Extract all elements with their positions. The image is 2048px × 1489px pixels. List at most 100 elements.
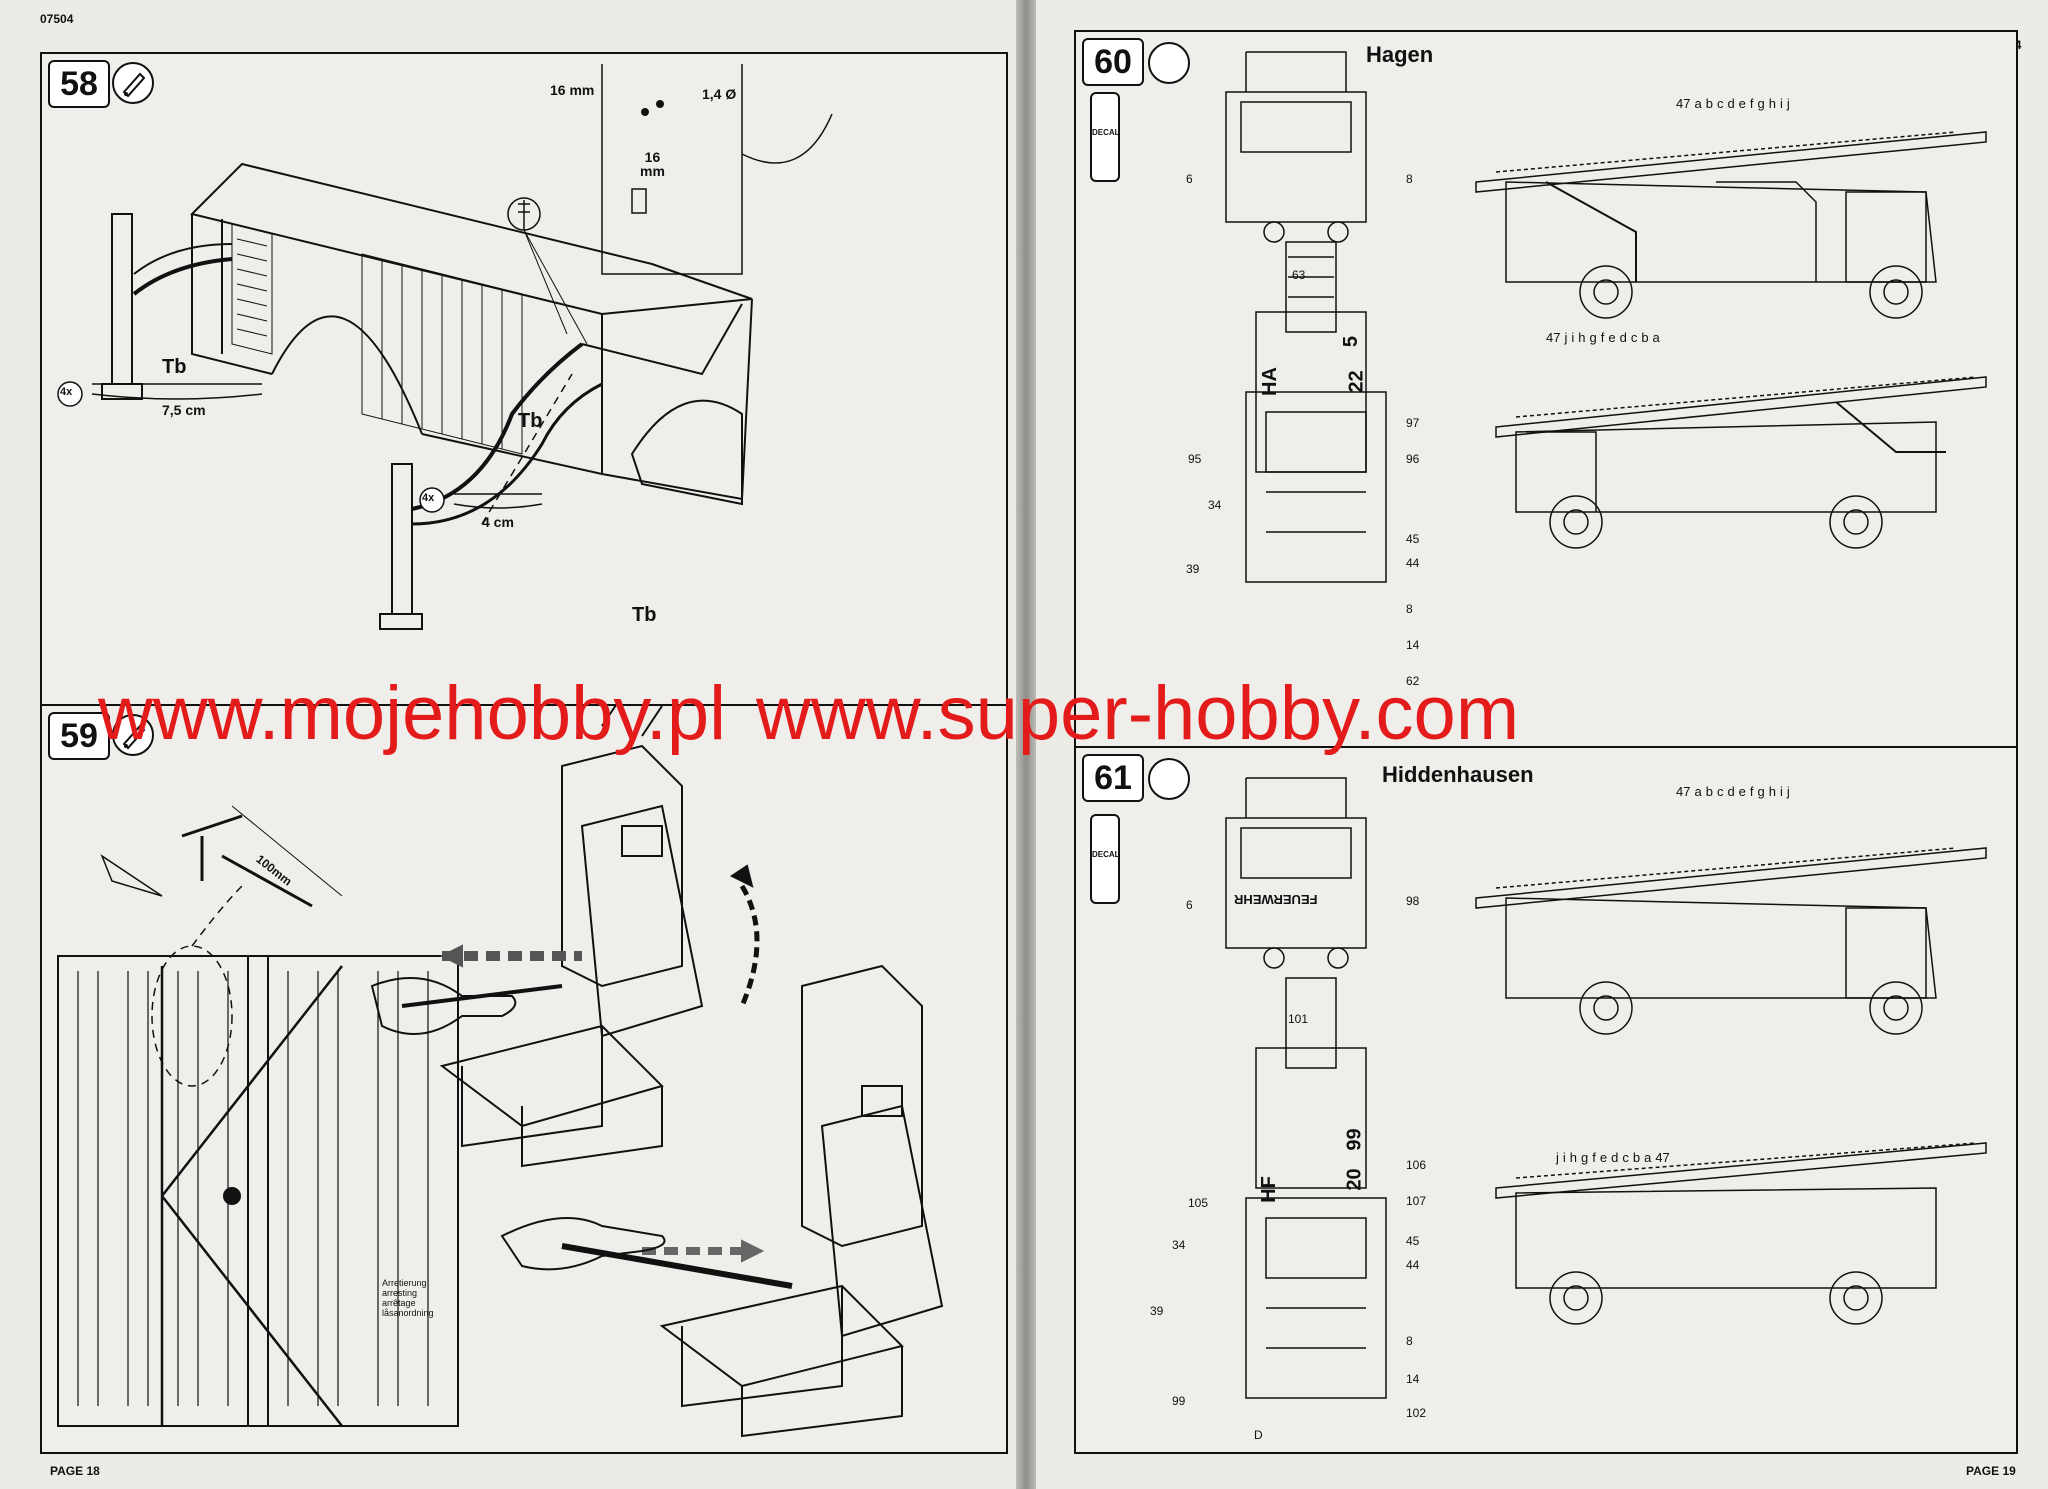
callout: e: [1599, 1150, 1608, 1165]
plate-text-3: 99: [1343, 1128, 1366, 1151]
decal-label: DECAL: [1092, 850, 1120, 859]
callout: j: [1786, 96, 1790, 111]
page-gutter: [1016, 0, 1036, 1489]
callout-rear-106: 106: [1406, 1158, 1427, 1172]
callout: b: [1632, 1150, 1641, 1165]
quantity-label-2: 4x: [422, 492, 435, 504]
callout: f: [1749, 784, 1754, 799]
location-title: Hiddenhausen: [1382, 762, 1534, 787]
callout: 47: [1546, 330, 1561, 345]
plate-text-1: HF: [1257, 1176, 1280, 1203]
quantity-label-1: 4x: [60, 386, 73, 398]
callout-rear-44: 44: [1406, 1258, 1420, 1272]
callout: h: [1578, 330, 1586, 345]
callout: a: [1644, 1150, 1652, 1165]
callout-front-8: 8: [1406, 172, 1413, 186]
step-number: 61: [1082, 754, 1144, 802]
lock-note-de: Arretierung: [382, 1278, 427, 1288]
callout: d: [1727, 784, 1735, 799]
callout-rear-45: 45: [1406, 1234, 1420, 1248]
bottom-ladder-callouts: j i h g f e d c b a 47: [1556, 1150, 1670, 1165]
callout-rear-62: 62: [1406, 674, 1420, 688]
step-60-panel: 60 Hagen DECAL: [1074, 30, 2018, 750]
callout: j: [1556, 1150, 1559, 1165]
callout: g: [1757, 784, 1765, 799]
location-title: Hagen: [1366, 42, 1434, 67]
callout: g: [1589, 330, 1597, 345]
callout-front-6: 6: [1186, 898, 1193, 912]
callout-rear-8: 8: [1406, 1334, 1413, 1348]
step-58-drawing: [57, 64, 833, 630]
callout: h: [1768, 784, 1776, 799]
callout: e: [1608, 330, 1616, 345]
step-59-panel: 59: [40, 704, 1008, 1454]
callout-front-101: 101: [1288, 1012, 1309, 1026]
callout: d: [1727, 96, 1735, 111]
callout: e: [1738, 784, 1746, 799]
decal-bottle-icon: DECAL: [1090, 92, 1120, 182]
callout-front-98: 98: [1406, 894, 1420, 908]
diameter-symbol: Ø: [725, 86, 737, 102]
callout: i: [1571, 330, 1575, 345]
page-number-left: PAGE 18: [50, 1464, 100, 1478]
callout-rear-8: 8: [1406, 602, 1413, 616]
callout-rear-97: 97: [1406, 416, 1420, 430]
dim-16mm-vertical: 16 mm: [550, 82, 595, 98]
callout: f: [1600, 330, 1605, 345]
callout: f: [1749, 96, 1754, 111]
callout: c: [1716, 96, 1724, 111]
lock-note-fr: arrêtage: [382, 1298, 416, 1308]
callout: b: [1705, 96, 1713, 111]
callout: d: [1619, 330, 1627, 345]
decal-label: DECAL: [1092, 128, 1120, 137]
watermark-url-2: www.super-hobby.com: [756, 671, 1520, 756]
lock-note-en: arresting: [382, 1288, 418, 1298]
front-text: FEUERWEHR: [1234, 892, 1318, 907]
plate-text-1: HA: [1258, 367, 1281, 396]
callout-rear-99: 99: [1172, 1394, 1186, 1408]
length-label-2: 4 cm: [482, 514, 514, 530]
glue-tool-icon: [112, 62, 154, 104]
kit-code-left: 07504: [40, 12, 74, 26]
decal-bottle-icon: DECAL: [1090, 814, 1120, 904]
step-61-drawing: [1225, 777, 1987, 1399]
step-59-drawing: [57, 706, 944, 1438]
callout: i: [1780, 96, 1783, 111]
callout-front-63: 63: [1292, 268, 1306, 282]
dim-diameter-value: 1,4: [702, 86, 722, 102]
plate-text-3: 5: [1340, 335, 1363, 348]
dim-diameter-label: 1,4 Ø: [702, 86, 736, 102]
callout: h: [1768, 96, 1776, 111]
callout: c: [1622, 1150, 1629, 1165]
glue-tool-icon: [112, 714, 154, 756]
callout: 47: [1655, 1150, 1670, 1165]
part-tb-label-3: Tb: [632, 604, 657, 626]
callout: b: [1641, 330, 1649, 345]
dim-16mm-horizontal-unit: mm: [640, 163, 665, 179]
lock-note: Arretierung arresting arrêtage låsanordn…: [382, 1278, 434, 1318]
callout: g: [1581, 1150, 1589, 1165]
callout-rear-107: 107: [1406, 1194, 1427, 1208]
callout-rear-14: 14: [1406, 638, 1420, 652]
callout-rear-44: 44: [1406, 556, 1420, 570]
part-tb-label-1: Tb: [162, 356, 187, 378]
step-61-panel: 61 Hiddenhausen DECAL FEUERWEHR: [1074, 746, 2018, 1454]
length-label-1: 7,5 cm: [162, 402, 206, 418]
callout-front-6: 6: [1186, 172, 1193, 186]
lock-note-sv: låsanordning: [382, 1308, 434, 1318]
part-tb-label-2: Tb: [518, 410, 543, 432]
step-number: 60: [1082, 38, 1144, 86]
top-ladder-callouts: 47 a b c d e f g h i j: [1676, 784, 1790, 799]
callout: 47: [1676, 96, 1691, 111]
callout: a: [1694, 96, 1702, 111]
step-58-panel: 58: [40, 52, 1008, 708]
callout: b: [1705, 784, 1713, 799]
plate-text-2: 22: [1345, 370, 1368, 393]
callout: c: [1716, 784, 1724, 799]
step-number: 59: [48, 712, 110, 760]
callout-rear-34: 34: [1172, 1238, 1186, 1252]
callout-rear-14: 14: [1406, 1372, 1420, 1386]
callout: c: [1630, 330, 1638, 345]
step-number: 58: [48, 60, 110, 108]
callout-rear-D: D: [1254, 1428, 1263, 1442]
